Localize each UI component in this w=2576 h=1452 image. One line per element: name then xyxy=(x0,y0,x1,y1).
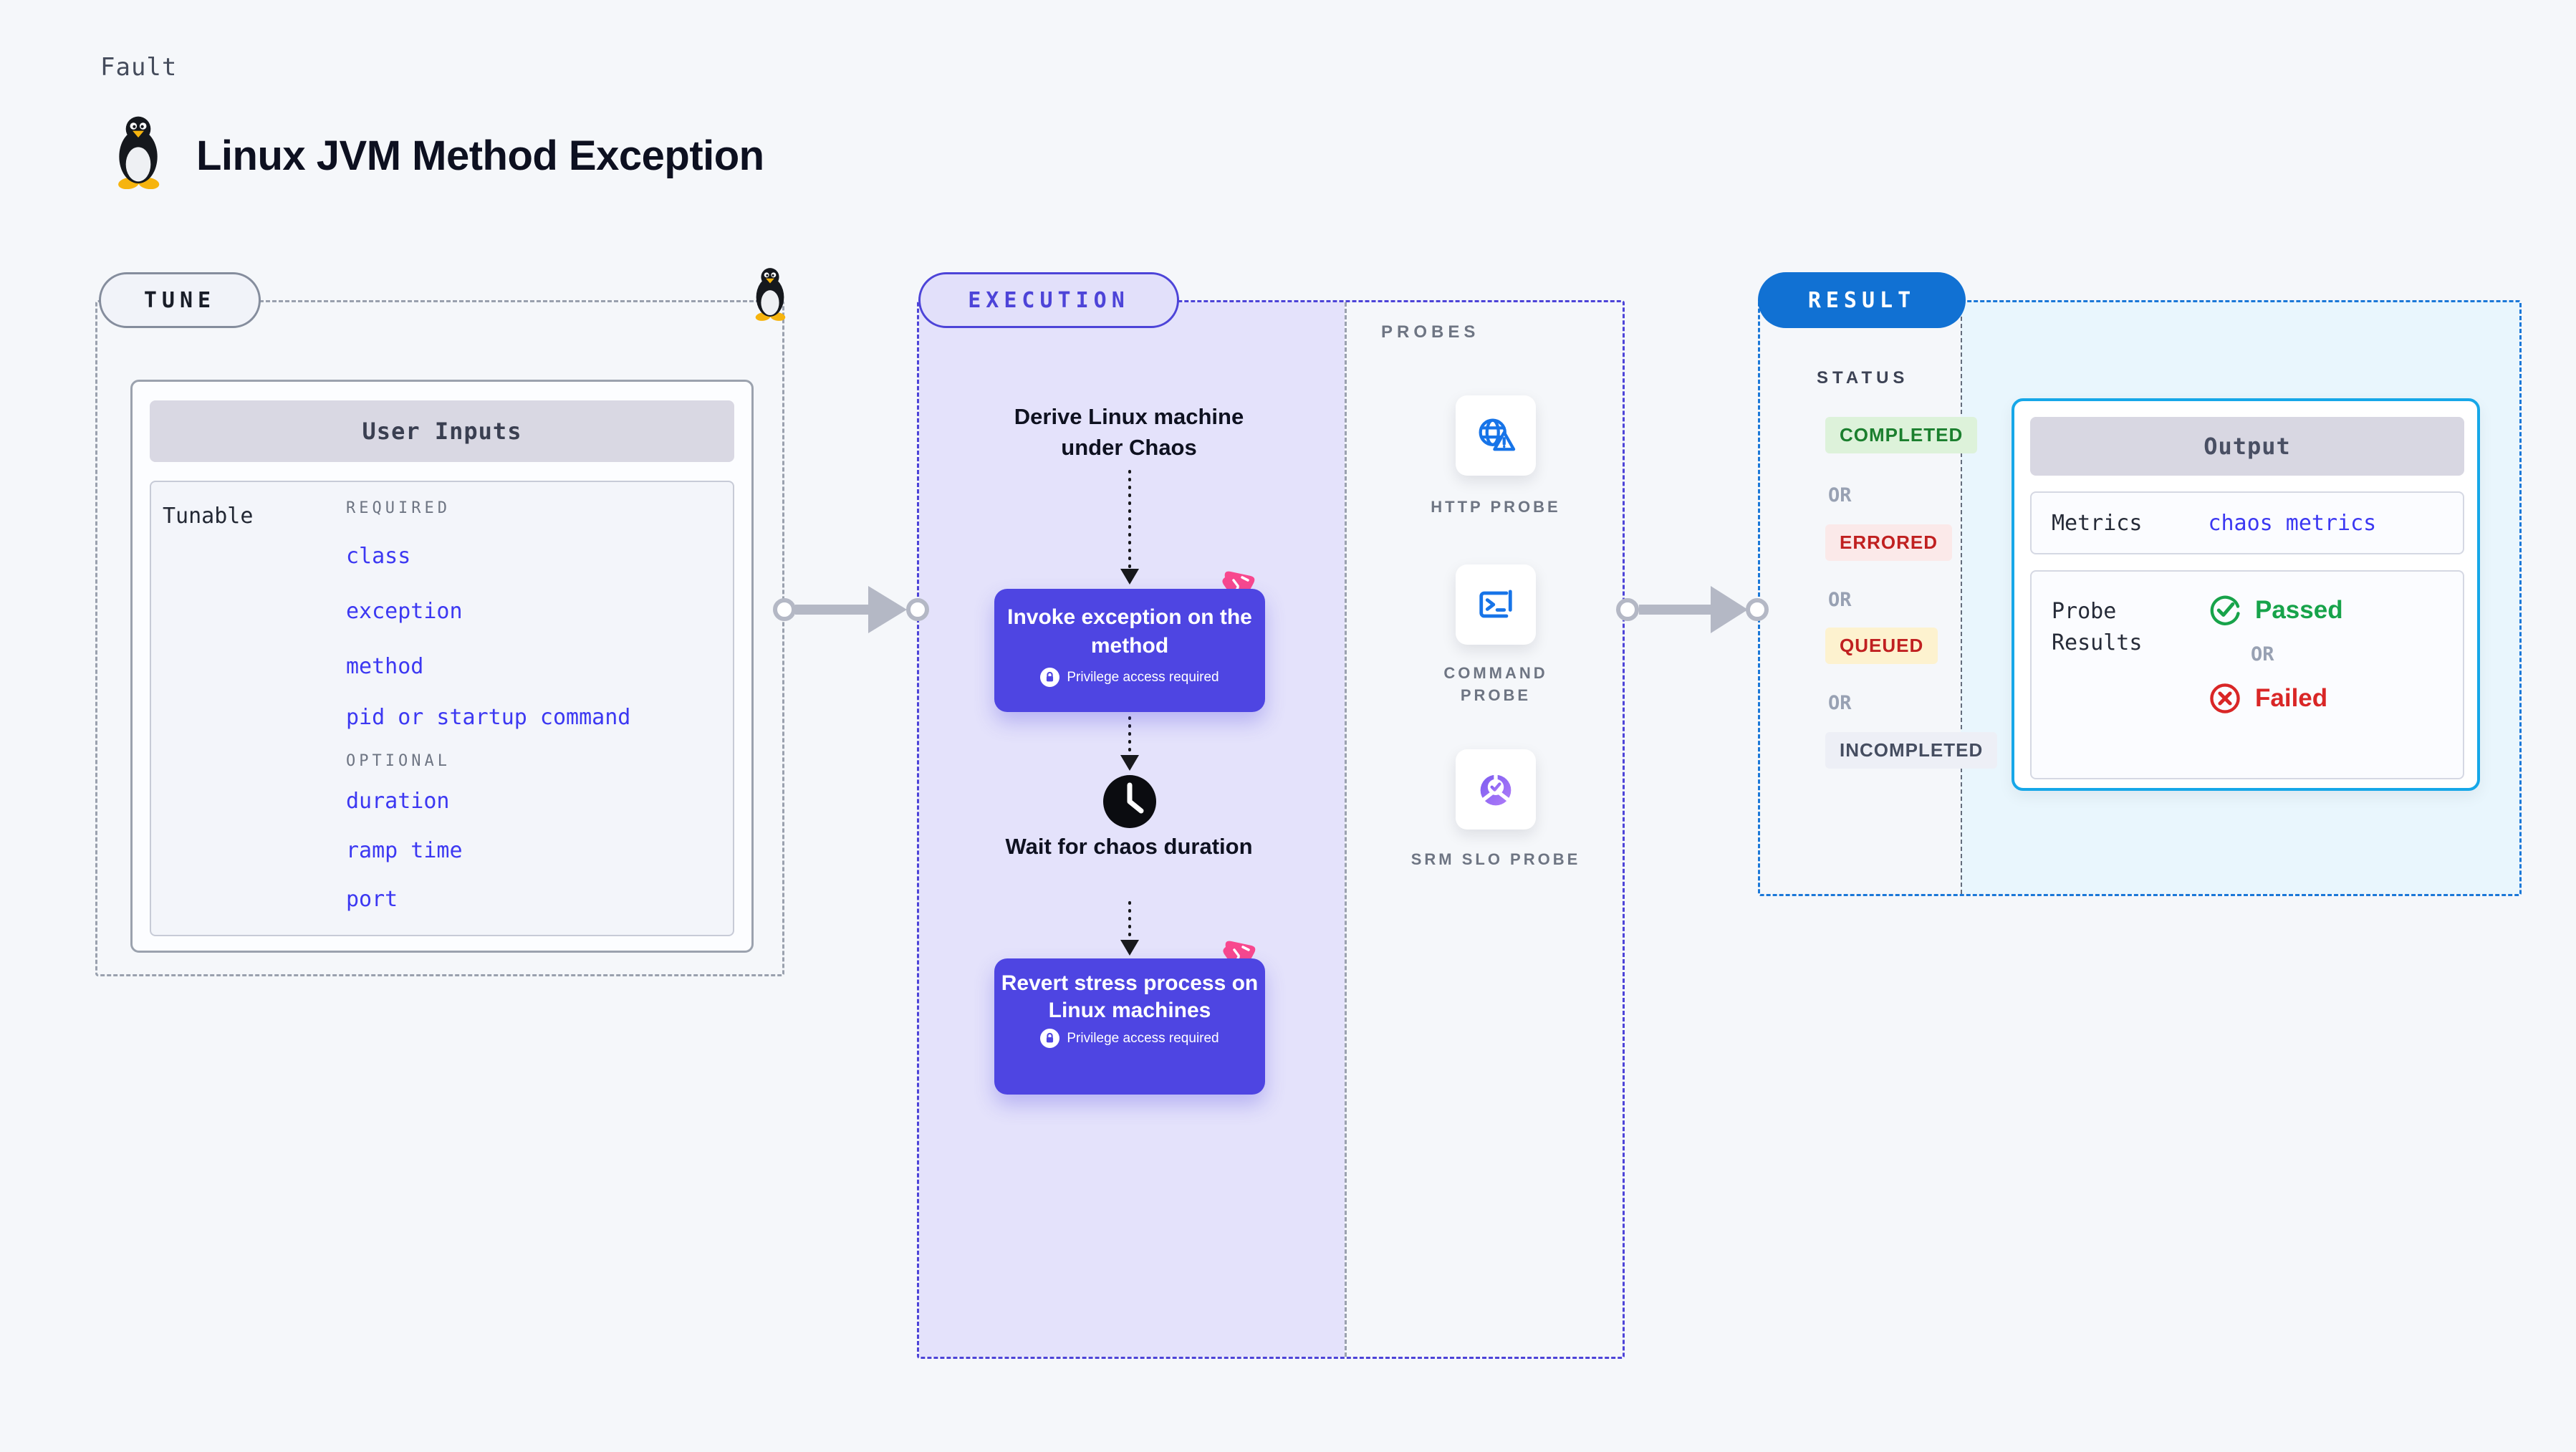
fault-kind-label: Fault xyxy=(100,53,178,82)
command-probe-label: COMMAND PROBE xyxy=(1443,664,1548,704)
terminal-icon xyxy=(1479,590,1512,618)
user-inputs-table: User Inputs Tunable REQUIRED class excep… xyxy=(130,380,754,953)
status-or-label: OR xyxy=(1828,484,1852,506)
tune-section-pill: TUNE xyxy=(99,272,261,328)
x-circle-icon xyxy=(2210,683,2240,713)
status-column-label: STATUS xyxy=(1817,368,1909,388)
revert-privilege-badge: Privilege access required xyxy=(1067,1030,1219,1046)
status-badge-errored: ERRORED xyxy=(1825,524,1953,561)
tunables-list: Tunable REQUIRED class exception method … xyxy=(150,481,734,936)
invoke-privilege-badge: Privilege access required xyxy=(1067,669,1219,685)
execution-section-border xyxy=(917,300,1625,1359)
chaos-metrics-link[interactable]: chaos metrics xyxy=(2208,510,2377,536)
metrics-label: Metrics xyxy=(2052,510,2143,536)
tune-to-execution-arrow xyxy=(773,586,929,633)
optional-group-label: OPTIONAL xyxy=(346,752,451,770)
lock-icon xyxy=(1040,1029,1060,1048)
result-status-divider xyxy=(1961,302,1962,894)
probes-divider xyxy=(1345,302,1347,1357)
user-inputs-header: User Inputs xyxy=(150,400,734,462)
status-or-label: OR xyxy=(1828,692,1852,714)
execution-to-result-arrow xyxy=(1616,586,1769,633)
result-section-pill: RESULT xyxy=(1758,272,1966,328)
http-probe-card[interactable] xyxy=(1456,395,1536,476)
failed-label: Failed xyxy=(2255,684,2328,712)
linux-penguin-icon xyxy=(118,116,160,189)
tunable-link-method[interactable]: method xyxy=(346,654,424,679)
srm-slo-probe-card[interactable] xyxy=(1456,749,1536,830)
required-group-label: REQUIRED xyxy=(346,499,451,517)
tunable-link-port[interactable]: port xyxy=(346,887,398,912)
linux-penguin-icon-small xyxy=(755,268,786,321)
globe-alert-icon xyxy=(1479,418,1516,451)
execution-section-pill: EXECUTION xyxy=(918,272,1179,328)
probe-results-row: Probe Results Passed OR Failed xyxy=(2030,570,2464,779)
metrics-row: Metrics chaos metrics xyxy=(2030,491,2464,554)
chaos-experiment-icon xyxy=(1222,571,1255,605)
tunable-link-duration[interactable]: duration xyxy=(346,789,450,814)
status-badge-incompleted: INCOMPLETED xyxy=(1825,732,1998,769)
http-probe-label: HTTP PROBE xyxy=(1431,498,1561,516)
passed-label: Passed xyxy=(2255,596,2343,624)
tunable-row-label: Tunable xyxy=(163,504,254,529)
srm-slo-probe-label: SRM SLO PROBE xyxy=(1410,850,1581,868)
tune-section-border xyxy=(95,300,784,976)
revert-stress-step-title: Revert stress process on Linux machines xyxy=(1001,971,1259,1022)
step-wait-duration: Wait for chaos duration xyxy=(1005,834,1253,859)
check-circle-icon xyxy=(2210,595,2240,625)
tunable-link-pid-or-startup-command[interactable]: pid or startup command xyxy=(346,705,631,730)
status-or-label: OR xyxy=(1828,589,1852,611)
tunable-link-ramp-time[interactable]: ramp time xyxy=(346,838,463,863)
command-probe-card[interactable] xyxy=(1456,564,1536,645)
tunable-link-class[interactable]: class xyxy=(346,544,411,569)
probe-or-label: OR xyxy=(2251,643,2274,665)
tunable-link-exception[interactable]: exception xyxy=(346,599,463,624)
invoke-exception-step-title: Invoke exception on the method xyxy=(1007,605,1252,658)
status-badge-queued: QUEUED xyxy=(1825,628,1938,664)
lock-icon xyxy=(1040,668,1060,687)
status-badge-completed: COMPLETED xyxy=(1825,417,1978,453)
invoke-exception-step-button[interactable]: Invoke exception on the method Privilege… xyxy=(994,589,1265,712)
step-derive-machine: Derive Linux machine under Chaos xyxy=(1014,404,1244,460)
revert-stress-step-button[interactable]: Revert stress process on Linux machines … xyxy=(994,958,1265,1095)
page-title: Linux JVM Method Exception xyxy=(196,133,764,179)
output-panel-header: Output xyxy=(2030,417,2464,476)
output-panel: Output Metrics chaos metrics Probe Resul… xyxy=(2012,398,2480,791)
gauge-check-icon xyxy=(1480,773,1512,806)
probes-section-label: PROBES xyxy=(1381,322,1480,342)
execution-column-background xyxy=(919,302,1345,1357)
probe-results-label: Probe Results xyxy=(2052,599,2143,655)
